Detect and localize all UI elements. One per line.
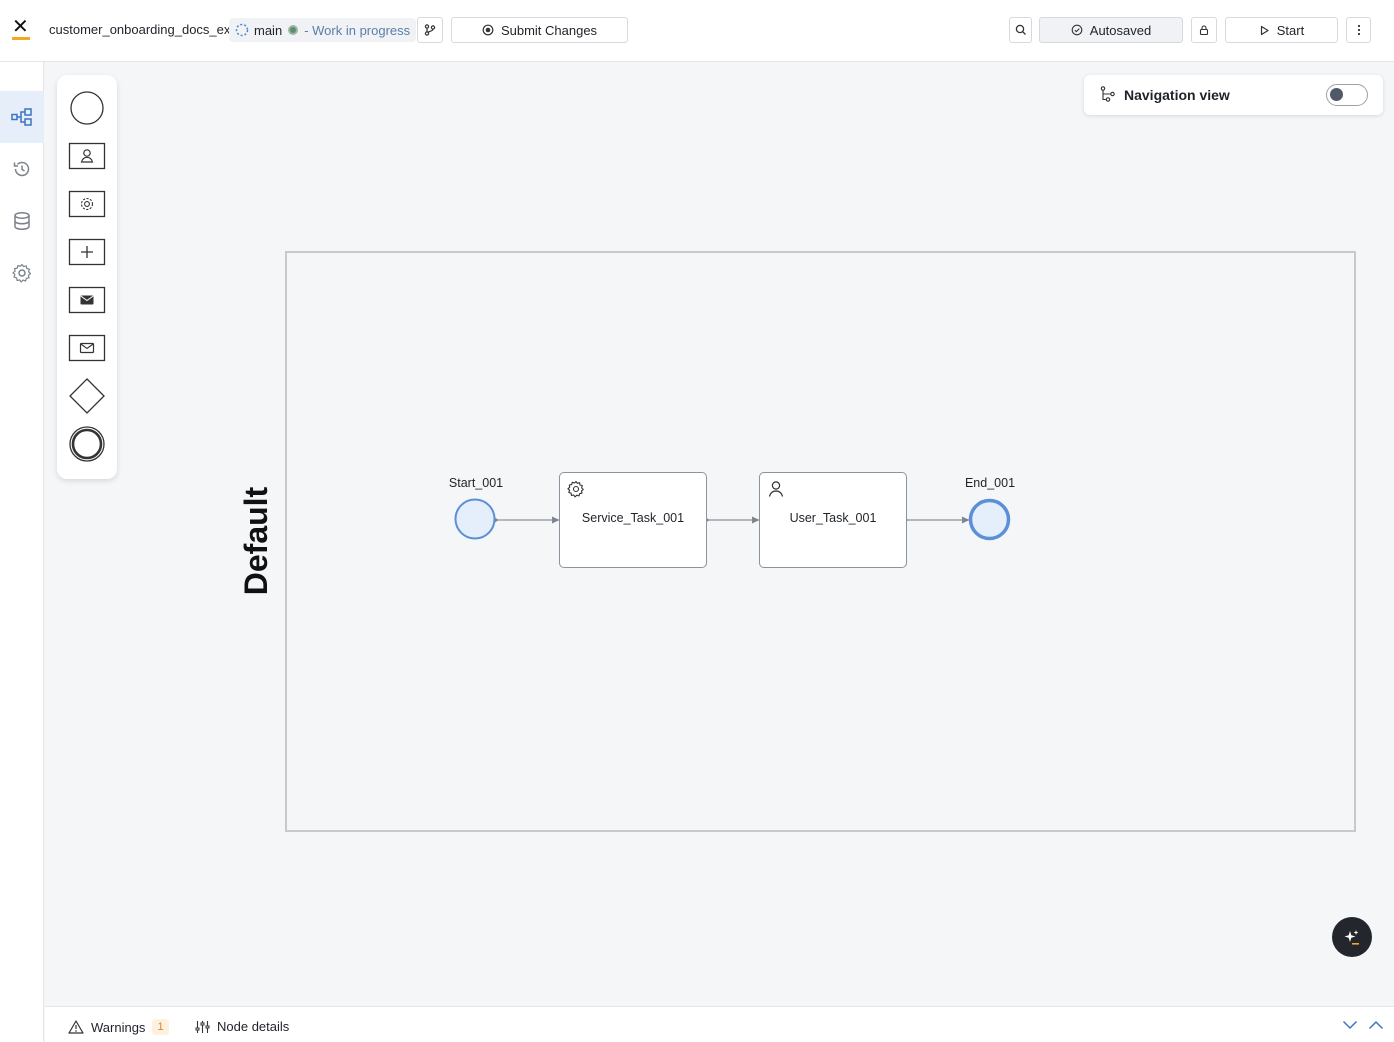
branch-name: main xyxy=(254,22,283,38)
play-icon xyxy=(1260,25,1269,35)
sparkle-icon xyxy=(1344,930,1359,945)
warnings-count-badge: 1 xyxy=(152,1019,169,1035)
submit-dot-icon xyxy=(482,24,494,36)
ai-assistant-button[interactable] xyxy=(1332,917,1372,957)
end-event-label: End_001 xyxy=(964,476,1016,490)
node-details-tab[interactable]: Node details xyxy=(195,1019,289,1034)
start-button[interactable]: Start xyxy=(1225,17,1338,43)
collapse-panel-button[interactable] xyxy=(1342,1020,1358,1030)
chevron-down-icon xyxy=(1342,1020,1358,1030)
status-dot-icon xyxy=(288,25,299,35)
service-task-label: Service_Task_001 xyxy=(581,511,685,525)
bottom-panel-bar: Warnings 1 Node details xyxy=(45,1006,1394,1042)
receive-message-icon xyxy=(68,334,106,362)
rail-item-process-diagram[interactable] xyxy=(0,91,44,143)
database-icon xyxy=(14,211,30,231)
search-icon xyxy=(1015,24,1026,35)
user-task-icon xyxy=(68,142,106,170)
warnings-tab[interactable]: Warnings 1 xyxy=(68,1019,169,1035)
service-task-icon xyxy=(567,480,584,498)
navigation-view-label: Navigation view xyxy=(1124,87,1230,103)
sliders-icon xyxy=(195,1020,210,1033)
work-status: - Work in progress xyxy=(304,22,411,38)
rail-item-data[interactable] xyxy=(0,195,44,247)
node-details-label: Node details xyxy=(217,1019,290,1034)
search-button[interactable] xyxy=(1009,17,1032,43)
user-task-label: User_Task_001 xyxy=(789,511,877,525)
submit-changes-button[interactable]: Submit Changes xyxy=(451,17,628,43)
subprocess-icon xyxy=(68,238,106,266)
send-message-icon xyxy=(68,286,106,314)
gear-icon xyxy=(12,263,32,283)
palette-subprocess[interactable] xyxy=(67,232,107,272)
toggle-knob xyxy=(1330,88,1343,101)
palette-start-event[interactable] xyxy=(67,88,107,128)
logo-mark-icon: ✕ xyxy=(12,14,29,38)
palette-service-task[interactable] xyxy=(67,184,107,224)
git-branch-icon xyxy=(424,24,436,36)
logo-underline xyxy=(12,37,30,40)
element-palette xyxy=(57,75,117,479)
branches-button[interactable] xyxy=(417,17,443,43)
expand-panel-button[interactable] xyxy=(1368,1020,1384,1030)
start-event-node[interactable] xyxy=(454,498,496,540)
end-event-node[interactable] xyxy=(968,498,1011,541)
chevron-up-icon xyxy=(1368,1020,1384,1030)
branch-loading-icon xyxy=(235,23,249,37)
lock-icon xyxy=(1199,25,1209,36)
left-rail xyxy=(0,62,44,1042)
branch-status-chip[interactable]: main - Work in progress xyxy=(229,18,417,42)
more-options-button[interactable] xyxy=(1346,17,1371,43)
warnings-label: Warnings xyxy=(91,1019,146,1035)
process-diagram-icon xyxy=(11,108,32,126)
palette-receive-message[interactable] xyxy=(67,328,107,368)
autosaved-label: Autosaved xyxy=(1089,22,1152,38)
history-icon xyxy=(13,161,30,177)
app-logo[interactable]: ✕ xyxy=(12,14,32,41)
gateway-icon xyxy=(69,378,105,414)
autosaved-button[interactable]: Autosaved xyxy=(1039,17,1183,43)
rail-item-settings[interactable] xyxy=(0,247,44,299)
palette-user-task[interactable] xyxy=(67,136,107,176)
kebab-menu-icon xyxy=(1357,24,1360,36)
service-task-node[interactable]: Service_Task_001 xyxy=(559,472,707,568)
lock-button[interactable] xyxy=(1191,17,1217,43)
process-name[interactable]: customer_onboarding_docs_ex xyxy=(49,22,231,37)
user-task-icon xyxy=(768,481,784,497)
rail-item-history[interactable] xyxy=(0,143,44,195)
tree-structure-icon xyxy=(1100,86,1115,102)
palette-send-message[interactable] xyxy=(67,280,107,320)
end-event-icon xyxy=(69,426,105,462)
top-bar: ✕ customer_onboarding_docs_ex main - Wor… xyxy=(0,0,1394,62)
palette-gateway[interactable] xyxy=(67,376,107,416)
palette-end-event[interactable] xyxy=(67,424,107,464)
start-event-label: Start_001 xyxy=(448,476,504,490)
swimlane-default[interactable] xyxy=(285,251,1356,832)
service-task-icon xyxy=(68,190,106,218)
start-label: Start xyxy=(1276,22,1305,38)
user-task-node[interactable]: User_Task_001 xyxy=(759,472,907,568)
check-circle-icon xyxy=(1071,24,1083,36)
start-event-icon xyxy=(70,91,104,125)
warning-triangle-icon xyxy=(68,1020,84,1034)
submit-changes-label: Submit Changes xyxy=(500,22,598,38)
navigation-view-toggle[interactable] xyxy=(1326,84,1368,106)
navigation-view-panel: Navigation view xyxy=(1084,75,1383,115)
